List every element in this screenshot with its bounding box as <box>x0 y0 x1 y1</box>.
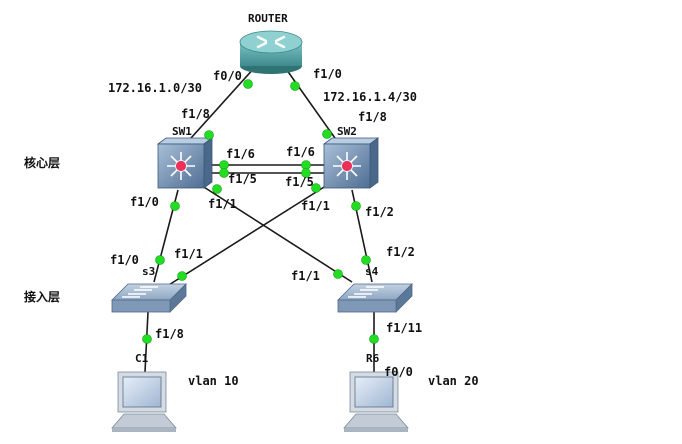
port-label: f1/1 <box>301 199 330 213</box>
device-label-sw1: SW1 <box>172 125 192 138</box>
port-dot <box>361 255 371 265</box>
device-label-sw2: SW2 <box>337 125 357 138</box>
port-label: f1/1 <box>174 247 203 261</box>
port-label: f1/6 <box>286 145 315 159</box>
subnet-right-label: 172.16.1.4/30 <box>323 90 417 104</box>
port-indicators <box>142 79 379 344</box>
port-label: f1/11 <box>386 321 422 335</box>
port-dot <box>212 184 222 194</box>
port-dot <box>301 168 311 178</box>
switch-sw1[interactable] <box>156 137 214 189</box>
port-label: f1/2 <box>365 205 394 219</box>
subnet-left-label: 172.16.1.0/30 <box>108 81 202 95</box>
port-label: f1/2 <box>386 245 415 259</box>
pc-left[interactable] <box>111 371 177 432</box>
link-router-sw1 <box>181 65 257 149</box>
port-dot <box>369 334 379 344</box>
port-dot <box>243 79 253 89</box>
port-dot <box>155 255 165 265</box>
port-label: f1/8 <box>181 107 210 121</box>
port-label: f1/8 <box>358 110 387 124</box>
port-label: f1/5 <box>228 172 257 186</box>
vlan-label-right: vlan 20 <box>428 374 479 388</box>
port-label: f1/8 <box>155 327 184 341</box>
switch-sw2[interactable] <box>322 137 380 189</box>
device-label-pc-right: R6 <box>366 352 380 365</box>
router[interactable] <box>239 30 303 74</box>
vlan-label-left: vlan 10 <box>188 374 239 388</box>
port-dot <box>219 160 229 170</box>
port-dot <box>290 81 300 91</box>
switch-arrows-icon <box>122 286 158 298</box>
port-dot <box>142 334 152 344</box>
port-label: f1/0 <box>130 195 159 209</box>
pc-right[interactable] <box>343 371 409 432</box>
port-label: f1/0 <box>110 253 139 267</box>
labels: ROUTER 172.16.1.0/30 172.16.1.4/30 f0/0 … <box>24 12 479 388</box>
port-label: f1/1 <box>208 197 237 211</box>
link-router-sw2 <box>283 65 343 149</box>
port-label: f1/1 <box>291 269 320 283</box>
port-label: f0/0 <box>213 69 242 83</box>
router-arrows-icon <box>256 35 286 49</box>
router-label: ROUTER <box>248 12 288 25</box>
port-label: f0/0 <box>384 365 413 379</box>
port-dot <box>177 271 187 281</box>
switch-arrows-icon <box>348 286 384 298</box>
device-label-s3: s3 <box>142 265 155 278</box>
port-label: f1/0 <box>313 67 342 81</box>
port-dot <box>311 183 321 193</box>
device-label-pc-left: C1 <box>135 352 149 365</box>
port-dot <box>204 130 214 140</box>
port-dot <box>322 129 332 139</box>
port-dot <box>301 160 311 170</box>
device-label-s4: s4 <box>365 265 379 278</box>
port-label: f1/5 <box>285 175 314 189</box>
port-dot <box>219 168 229 178</box>
layer-label-core: 核心层 <box>24 155 60 170</box>
port-dot <box>333 269 343 279</box>
switch-s3[interactable] <box>111 283 187 313</box>
port-dot <box>351 201 361 211</box>
port-dot <box>170 201 180 211</box>
link-sw2-s3 <box>163 181 333 289</box>
layer-label-access: 接入层 <box>24 289 60 304</box>
switch-s4[interactable] <box>337 283 413 313</box>
link-sw1-s4 <box>195 181 353 283</box>
port-label: f1/6 <box>226 147 255 161</box>
